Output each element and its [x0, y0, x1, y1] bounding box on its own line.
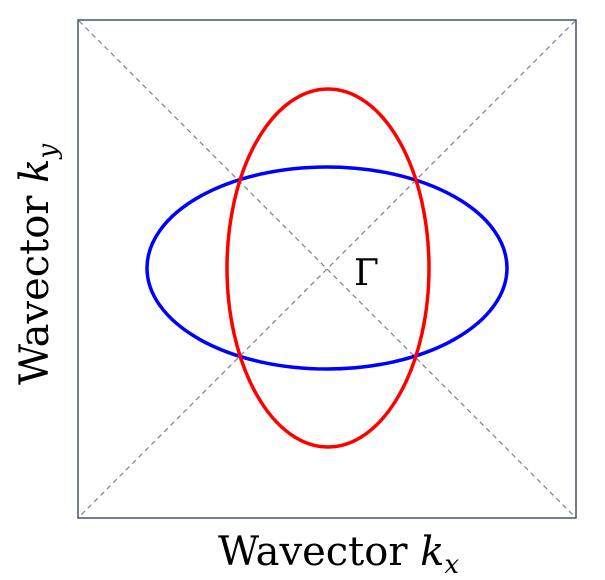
x-axis-label-text: Wavector [218, 529, 420, 575]
horizontal-ellipse-blue [145, 165, 509, 371]
y-axis-label-sub: y [33, 144, 63, 160]
brillouin-zone-frame [77, 19, 577, 519]
gamma-point-label: Γ [354, 253, 379, 294]
y-axis-label-var: k [12, 159, 58, 183]
x-axis-label-sub: x [444, 550, 459, 580]
x-axis-label-var: k [420, 529, 444, 575]
vertical-ellipse-red [225, 87, 431, 449]
y-axis-label: Wavector ky [12, 144, 63, 385]
x-axis-label: Wavector kx [218, 529, 459, 580]
y-axis-label-text: Wavector [12, 183, 58, 385]
